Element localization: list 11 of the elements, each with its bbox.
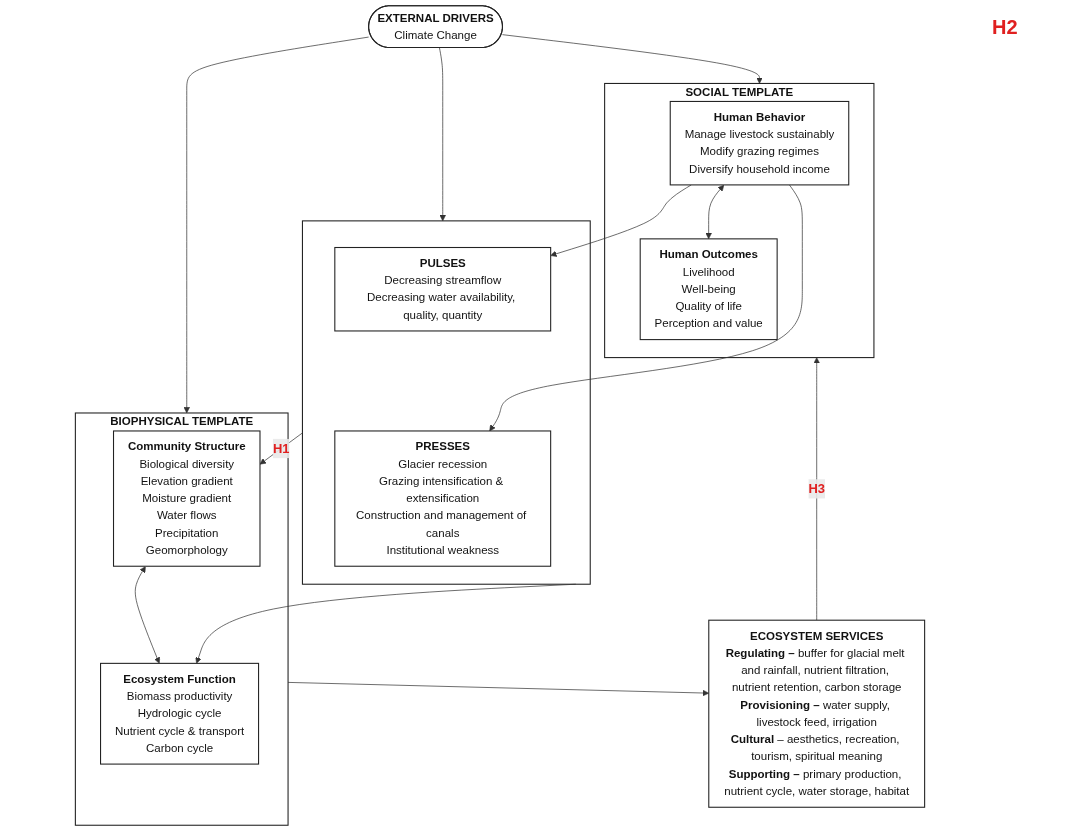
node-box: Human Behavior Manage livestock sustainably Modify grazing regimes Diversify household income	[669, 100, 850, 186]
cluster	[301, 220, 591, 585]
node-box: ECOSYSTEM SERVICES Regulating – buffer for glacial melt and rainfall, nutrient filtration, nutrient retention, carbon storage Provisioning – water supply, livestock feed, irrigation Cultural – aesthetics, recreation, tourism, spiritual meaning Supporting – primary production, nutrient cycle, water storage, habitat	[708, 619, 926, 808]
hypothesis-label: H2	[992, 16, 1018, 39]
node-box: PRESSES Glacier recession Grazing intensification & extensification Construction and management of canals Institutional weakness	[334, 430, 552, 567]
node-box: Ecosystem Function Biomass productivity Hydrologic cycle Nutrient cycle & transport Carbon cycle	[100, 662, 260, 765]
node-box: Community Structure Biological diversity Elevation gradient Moisture gradient Water flows Precipitation Geomorphology	[112, 430, 261, 567]
edge-label: H3	[808, 481, 825, 496]
edge-label: H1	[272, 441, 290, 456]
node-box: PULSES Decreasing streamflow Decreasing water availability, quality, quantity	[334, 246, 552, 332]
node-box: Human Outcomes Livelihood Well-being Quality of life Perception and value	[639, 238, 778, 341]
